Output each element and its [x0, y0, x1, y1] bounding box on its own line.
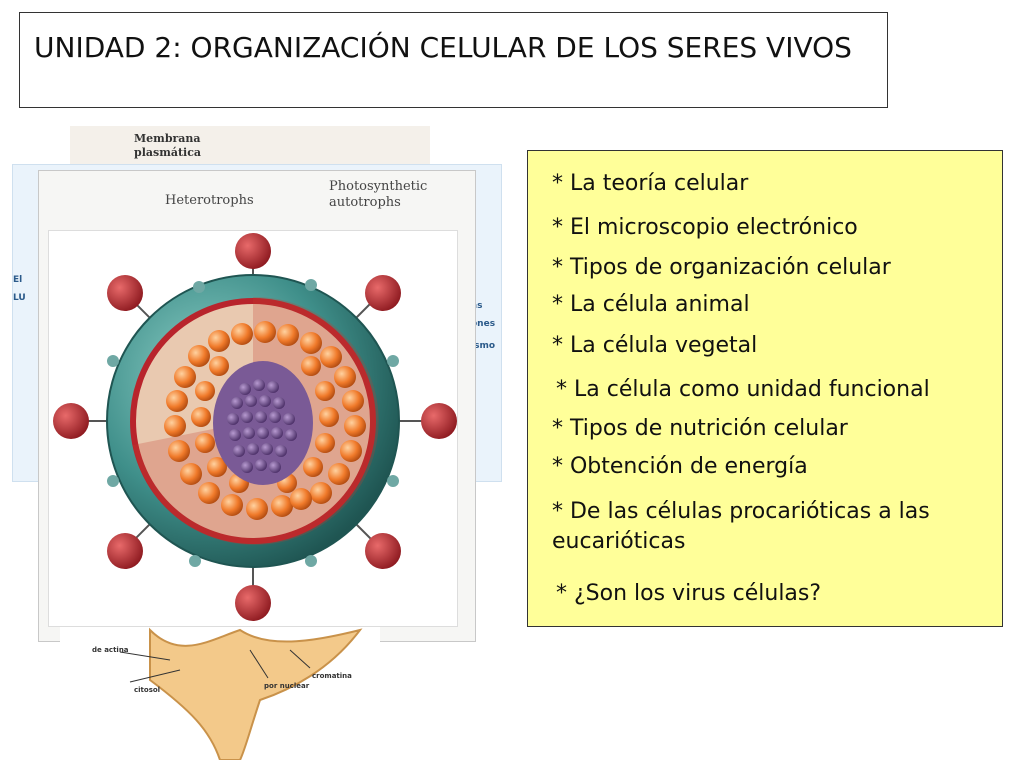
- surface-knobs: [107, 279, 399, 567]
- chromatin-label: cromatina: [312, 672, 352, 680]
- topic-item: * El microscopio electrónico: [552, 215, 858, 240]
- capsid: [164, 321, 366, 520]
- edge-label-ones: ones: [471, 319, 496, 329]
- topic-item: * La célula como unidad funcional: [556, 377, 930, 402]
- title-box: UNIDAD 2: ORGANIZACIÓN CELULAR DE LOS SE…: [19, 12, 888, 108]
- topic-item: * De las células procarióticas a las euc…: [552, 499, 930, 554]
- actin-label: de actina: [92, 646, 129, 654]
- membrane-label: Membrana plasmática: [134, 132, 202, 159]
- edge-label-lu: LU: [13, 293, 26, 303]
- cell-membrane-image: Membrana plasmática: [70, 126, 430, 166]
- topic-item: * La célula vegetal: [552, 333, 758, 358]
- edge-label-ismo: ismo: [471, 341, 496, 351]
- nuclear-pore-label: por nuclear: [264, 682, 310, 690]
- topic-item: * La teoría celular: [552, 171, 749, 196]
- autotrophs-label: Photosynthetic autotrophs: [329, 179, 428, 210]
- heterotrophs-label: Heterotrophs: [165, 193, 254, 208]
- virus-illustration: [53, 233, 457, 621]
- virus-illustration-image: [48, 230, 458, 627]
- cytosol-label: citosol: [134, 686, 161, 694]
- topics-box: * La teoría celular * El microscopio ele…: [527, 150, 1003, 627]
- topic-item: * Tipos de organización celular: [552, 255, 891, 280]
- topic-item: * Tipos de nutrición celular: [552, 416, 848, 441]
- nucleic-core: [213, 361, 313, 485]
- image-collage: Membrana plasmática El LU as ones ismo H…: [10, 120, 510, 761]
- animal-cell-image: de actina citosol por nuclear cromatina: [60, 620, 380, 761]
- topic-item: * La célula animal: [552, 292, 750, 317]
- topic-item: * Obtención de energía: [552, 454, 808, 479]
- slide-title: UNIDAD 2: ORGANIZACIÓN CELULAR DE LOS SE…: [34, 31, 852, 64]
- topic-item: * ¿Son los virus células?: [556, 581, 822, 606]
- edge-label-as: as: [471, 301, 483, 311]
- spike-heads: [53, 233, 457, 621]
- edge-label-el: El: [13, 275, 23, 285]
- animal-cell-drawing: [119, 627, 363, 761]
